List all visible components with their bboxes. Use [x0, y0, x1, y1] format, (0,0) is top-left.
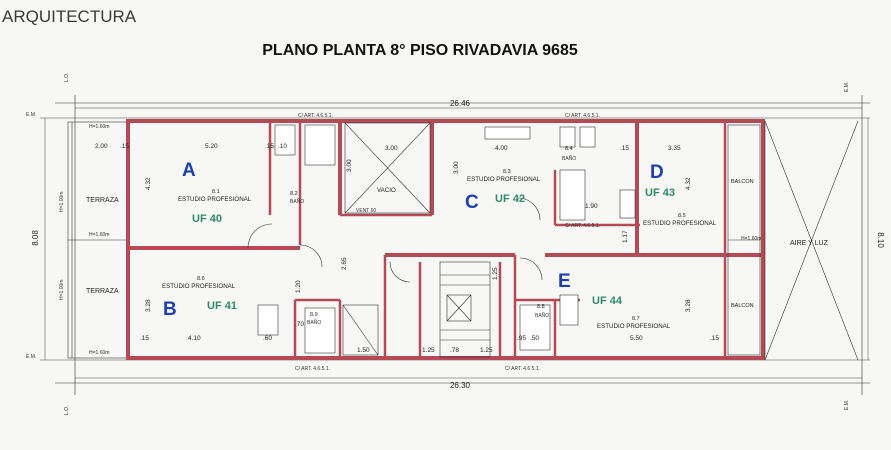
bath-b-label: BAÑO: [307, 319, 321, 326]
terrace-height-mid: H=1.60m: [89, 232, 109, 238]
balconies: [727, 124, 761, 356]
dim-sill-b: .15: [140, 335, 149, 342]
fixtures: [257, 124, 636, 354]
dim-a-width: 5.20: [205, 143, 218, 150]
terrace-side-height-top: H=1.00m: [59, 192, 65, 212]
terraza-top-label: TERRAZA: [86, 197, 119, 204]
article-ref-bottom-e: C/ ART. 4.6.5.1.: [505, 366, 540, 372]
unit-b-room: ESTUDIO PROFESIONAL: [162, 283, 236, 290]
em-bottom-right-label: E.M.: [844, 400, 850, 410]
terrace-side-height-bottom: H=1.00m: [59, 280, 65, 300]
balcon-bottom-label: BALCON: [731, 303, 754, 309]
lo-bottom-label: L.O.: [64, 406, 70, 415]
dim-core-c: 1.50: [357, 347, 370, 354]
bath-c-label: BAÑO: [562, 155, 576, 162]
door-swings: [247, 197, 543, 283]
unit-e-room: ESTUDIO PROFESIONAL: [597, 323, 671, 330]
dim-d-width: 3.35: [668, 145, 681, 152]
dim-sill-a2: .15: [265, 143, 274, 150]
unit-a-uf: UF 40: [192, 213, 222, 225]
dim-core-f: 1.17: [622, 230, 629, 243]
right-height-dim: 8.10: [876, 232, 885, 248]
dim-b-height: 3.28: [145, 299, 152, 312]
unit-c-uf: UF 42: [495, 193, 525, 205]
dim-sill-e: .15: [710, 335, 719, 342]
dim-vacio-height: 3.00: [346, 159, 353, 172]
dim-door-a: .10: [278, 143, 287, 150]
dim-core-d: 1.25: [480, 347, 493, 354]
unit-c-code: 8.3: [503, 169, 511, 175]
unit-a-letter: A: [182, 160, 196, 181]
article-ref-mid-c: C/ ART. 4.6.5.1.: [565, 223, 600, 229]
article-ref-top-a: C/ ART. 4.6.5.1.: [298, 113, 333, 119]
dim-door-b: .60: [263, 335, 272, 342]
dim-bath-small: 1.20: [295, 280, 302, 293]
terrace-height-bottom: H=1.60m: [89, 350, 109, 356]
dim-e-height: 3.28: [685, 299, 692, 312]
lo-top-label: L.O.: [64, 73, 70, 82]
dim-d-height: 4.32: [685, 177, 692, 190]
dim-door-f: .50: [530, 335, 539, 342]
plan-title: PLANO PLANTA 8° PISO RIVADAVIA 9685: [262, 42, 578, 59]
bath-e-code: 8.8: [537, 304, 545, 310]
vacio-cross: [344, 122, 431, 214]
unit-e-letter: E: [558, 271, 571, 292]
terraza-bottom-label: TERRAZA: [86, 288, 119, 295]
balcon-height: H=1.60m: [741, 236, 761, 242]
unit-a-code: 8.1: [212, 189, 220, 195]
unit-b-uf: UF 41: [207, 300, 237, 312]
bath-a-label: BAÑO: [290, 198, 304, 205]
article-ref-bottom-b: C/ ART. 4.6.5.1.: [295, 366, 330, 372]
unit-e-code: 8.7: [632, 316, 640, 322]
unit-d-room: ESTUDIO PROFESIONAL: [643, 220, 717, 227]
unit-e-uf: UF 44: [592, 295, 623, 307]
dim-vacio-width: 3.00: [385, 145, 398, 152]
overall-top-dim: 26.46: [450, 99, 471, 108]
dim-c-width: 4.00: [495, 145, 508, 152]
unit-d-uf: UF 43: [645, 187, 675, 199]
dim-bath-d: 1.90: [585, 203, 598, 210]
unit-d-code: 8.5: [678, 213, 686, 219]
dim-sill-a: .15: [120, 143, 129, 150]
unit-d-letter: D: [650, 162, 664, 183]
dim-a-height: 4.32: [145, 177, 152, 190]
walls: [126, 119, 765, 360]
left-height-dim: 8.08: [31, 230, 40, 246]
dim-core-a: 1.25: [492, 267, 499, 280]
overall-bottom-dim: 26.30: [450, 381, 471, 390]
vacio-label: VACIO: [377, 187, 396, 194]
dim-a-terrace: 2.00: [95, 143, 108, 150]
dim-door-e: .95: [517, 335, 526, 342]
unit-b-code: 8.6: [197, 276, 205, 282]
terrace-height-top: H=1.60m: [89, 124, 109, 130]
vent-label: VENT 60: [356, 208, 376, 214]
aire-luz-label: AIRE Y LUZ: [790, 240, 829, 247]
unit-c-room: ESTUDIO PROFESIONAL: [467, 176, 541, 183]
em-left-top-label: E.M.: [26, 112, 36, 118]
bath-e-label: BAÑO: [535, 312, 549, 319]
dim-b-width: 4.10: [188, 335, 201, 342]
dim-sill-d: .15: [620, 145, 629, 152]
article-ref-top-c: C/ ART. 4.6.5.1.: [565, 113, 600, 119]
header-text: ARQUITECTURA: [2, 7, 137, 26]
unit-c-letter: C: [465, 192, 479, 213]
bath-b-code: 8.9: [310, 312, 318, 318]
dim-core-e: 2.65: [341, 257, 348, 270]
balcon-top-label: BALCON: [731, 179, 754, 185]
unit-a-room: ESTUDIO PROFESIONAL: [178, 196, 252, 203]
stair-core: [342, 261, 491, 358]
aire-luz-cross: [764, 120, 859, 361]
dim-door-d: .70: [295, 321, 304, 328]
em-left-bottom-label: E.M.: [26, 354, 36, 360]
em-top-right-label: E.M.: [844, 82, 850, 92]
dim-core-b: 1.25: [422, 347, 435, 354]
unit-b-letter: B: [163, 299, 177, 320]
dim-c-height: 3.00: [453, 161, 460, 174]
bath-a-code: 8.2: [290, 191, 298, 197]
dim-e-width: 5.50: [630, 335, 643, 342]
dim-door-c: .78: [450, 347, 459, 354]
bath-c-code: 8.4: [565, 146, 573, 152]
